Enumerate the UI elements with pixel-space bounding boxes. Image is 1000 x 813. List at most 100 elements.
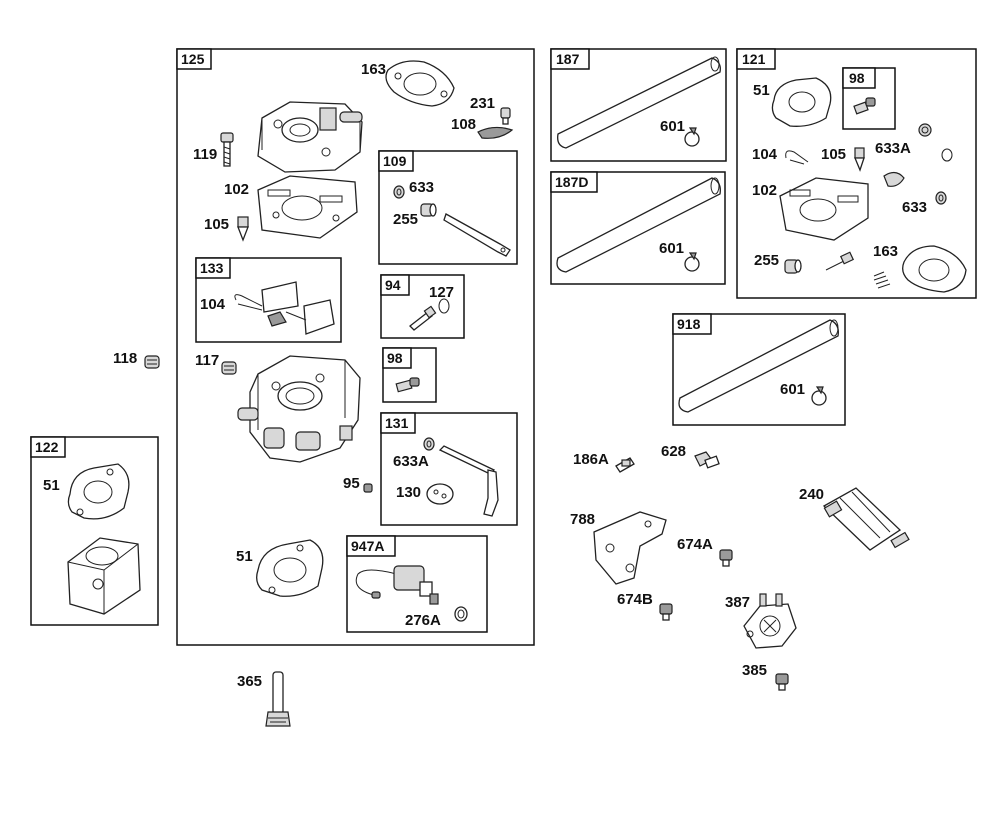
screw-674B-drawing bbox=[659, 603, 673, 621]
gasket-51-drawing bbox=[256, 539, 324, 597]
callout-51-121: 51 bbox=[753, 82, 770, 99]
callout-95: 95 bbox=[343, 475, 360, 492]
screw-119-drawing bbox=[220, 132, 234, 167]
group-131: 131 bbox=[380, 412, 518, 526]
plug-117-drawing bbox=[221, 361, 237, 375]
screw-385-drawing bbox=[775, 673, 789, 691]
callout-674A: 674A bbox=[677, 536, 713, 553]
callout-601-187D: 601 bbox=[659, 240, 684, 257]
box-label-133: 133 bbox=[200, 260, 224, 276]
gasket-102-drawing bbox=[257, 175, 358, 239]
box-label-125: 125 bbox=[181, 51, 205, 67]
clamp-601a-drawing bbox=[684, 127, 700, 147]
tube-187-drawing bbox=[557, 56, 721, 149]
box-label-98: 98 bbox=[387, 350, 403, 366]
carburetor-body-drawing bbox=[237, 355, 361, 463]
float-133-drawing bbox=[261, 281, 335, 335]
needle-105-drawing bbox=[237, 216, 249, 242]
callout-674B: 674B bbox=[617, 591, 653, 608]
callout-633-121: 633 bbox=[902, 199, 927, 216]
callout-365: 365 bbox=[237, 673, 262, 690]
callout-117: 117 bbox=[195, 352, 219, 369]
washer-633-drawing bbox=[393, 185, 405, 199]
callout-104: 104 bbox=[200, 296, 226, 313]
washer-633A-drawing bbox=[423, 437, 435, 451]
callout-163-121: 163 bbox=[873, 243, 898, 260]
box-label-121: 121 bbox=[742, 51, 766, 67]
callout-119: 119 bbox=[193, 146, 217, 163]
callout-105-121: 105 bbox=[821, 146, 846, 163]
box-label-187D: 187D bbox=[555, 174, 588, 190]
callout-186A: 186A bbox=[573, 451, 609, 468]
needle-spring-121-drawing bbox=[825, 251, 855, 271]
washer-633-121-drawing bbox=[935, 191, 947, 205]
clip-104-121-drawing bbox=[785, 150, 809, 165]
callout-127: 127 bbox=[429, 284, 454, 301]
needle-127-valve-drawing bbox=[409, 298, 450, 331]
spacer-122-drawing bbox=[67, 537, 141, 615]
group-94: 94 bbox=[380, 274, 465, 339]
screw-231-drawing bbox=[500, 107, 511, 125]
group-125: 125 bbox=[176, 48, 535, 646]
callout-601-187: 601 bbox=[660, 118, 685, 135]
gasket-163-121-drawing bbox=[902, 245, 967, 293]
tube-187D-drawing bbox=[556, 177, 721, 273]
clamp-601c-drawing bbox=[811, 386, 827, 406]
bushing-255-drawing bbox=[420, 203, 437, 217]
screw-98b-drawing bbox=[853, 97, 876, 115]
box-label-918: 918 bbox=[677, 316, 701, 332]
callout-102-121: 102 bbox=[752, 182, 777, 199]
callout-385: 385 bbox=[742, 662, 767, 679]
callout-108: 108 bbox=[451, 116, 476, 133]
bolt-628-drawing bbox=[694, 451, 720, 469]
bushing-255-121-drawing bbox=[784, 259, 802, 274]
group-187D: 187D bbox=[550, 171, 726, 285]
spring-121-drawing bbox=[873, 271, 891, 289]
screw-674A-drawing bbox=[719, 549, 733, 567]
callout-231: 231 bbox=[470, 95, 495, 112]
group-121: 121 bbox=[736, 48, 977, 299]
gasket-51-121-drawing bbox=[771, 77, 832, 127]
washer-633A-121-drawing bbox=[918, 123, 932, 137]
callout-601-918: 601 bbox=[780, 381, 805, 398]
box-label-98b: 98 bbox=[849, 70, 865, 86]
solenoid-947A-drawing bbox=[355, 565, 439, 605]
washer-small-121-drawing bbox=[941, 148, 953, 162]
box-label-131: 131 bbox=[385, 415, 409, 431]
group-133: 133 bbox=[195, 257, 342, 343]
box-label-187: 187 bbox=[556, 51, 580, 67]
callout-104-121: 104 bbox=[752, 146, 778, 163]
callout-130: 130 bbox=[396, 484, 421, 501]
callout-276A: 276A bbox=[405, 612, 441, 629]
group-187: 187 bbox=[550, 48, 727, 162]
group-122: 122 bbox=[30, 436, 159, 626]
choke-shaft-131-drawing bbox=[438, 445, 499, 517]
screw-95-drawing bbox=[363, 483, 373, 493]
bolt-365-drawing bbox=[265, 671, 291, 727]
shaft-109-drawing bbox=[443, 213, 511, 257]
tube-918-drawing bbox=[678, 319, 839, 413]
callout-163: 163 bbox=[361, 61, 386, 78]
gasket-163-drawing bbox=[385, 60, 455, 107]
needle-105-121-drawing bbox=[854, 147, 865, 172]
callout-118: 118 bbox=[113, 350, 137, 367]
callout-633A-121: 633A bbox=[875, 140, 911, 157]
cap-121-drawing bbox=[883, 171, 905, 187]
bracket-788-drawing bbox=[593, 511, 667, 585]
screw-98-drawing bbox=[395, 377, 420, 393]
filter-240-drawing bbox=[822, 487, 910, 551]
washer-276A-drawing bbox=[454, 606, 468, 622]
clamp-601b-drawing bbox=[684, 252, 700, 272]
plate-108-drawing bbox=[477, 126, 514, 139]
callout-255: 255 bbox=[393, 211, 418, 228]
callout-628: 628 bbox=[661, 443, 686, 460]
group-947A: 947A bbox=[346, 535, 488, 633]
group-918: 918 bbox=[672, 313, 846, 426]
callout-633: 633 bbox=[409, 179, 434, 196]
plug-118-drawing bbox=[144, 355, 160, 369]
callout-240: 240 bbox=[799, 486, 824, 503]
callout-102: 102 bbox=[224, 181, 249, 198]
callout-788: 788 bbox=[570, 511, 595, 528]
fuel-pump-387-drawing bbox=[743, 593, 797, 649]
